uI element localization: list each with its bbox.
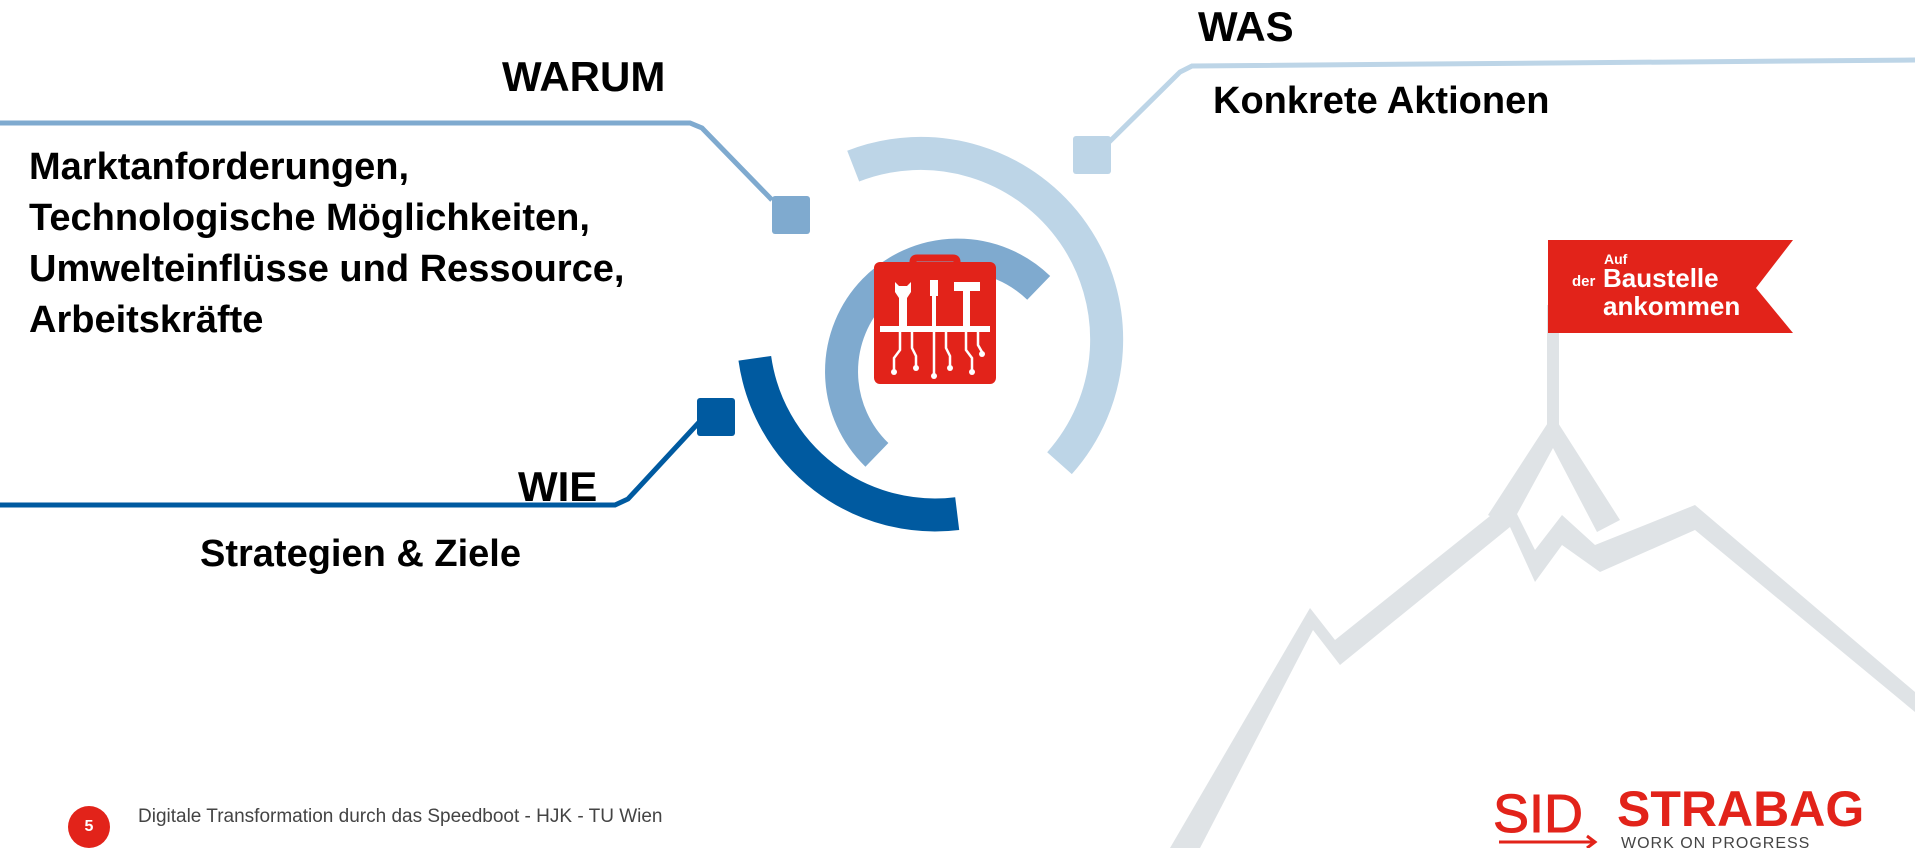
flag-text-der: der — [1572, 273, 1596, 290]
summit-peak — [1488, 415, 1620, 532]
was-connector-square — [1073, 136, 1111, 174]
toolbox-icon — [874, 254, 996, 384]
inner-dark-arc — [738, 355, 960, 532]
warum-heading: WARUM — [502, 53, 666, 100]
sid-logo-text: SID — [1493, 784, 1583, 844]
footer-text: Digitale Transformation durch das Speedb… — [138, 806, 663, 827]
wie-leader-line — [0, 416, 705, 508]
sid-logo-mark: SID — [1493, 784, 1598, 850]
warum-line-4: Arbeitskräfte — [29, 299, 264, 341]
warum-connector-square — [772, 196, 810, 234]
wie-text: Strategien & Ziele — [200, 533, 521, 575]
warum-line-1: Marktanforderungen, — [29, 146, 410, 188]
strabag-name: STRABAG — [1617, 781, 1865, 837]
flag-text-baustelle: Baustelle — [1603, 263, 1719, 293]
wie-heading: WIE — [518, 463, 598, 510]
strabag-logo: STRABAG WORK ON PROGRESS — [1617, 784, 1864, 852]
flag-pole — [1547, 305, 1559, 425]
flag-text-auf: Auf — [1604, 251, 1628, 267]
wie-connector-square — [697, 398, 735, 436]
flag-text-ankommen: ankommen — [1603, 291, 1741, 321]
was-heading: WAS — [1198, 3, 1294, 50]
was-text: Konkrete Aktionen — [1213, 80, 1550, 122]
warum-text: Marktanforderungen, Technologische Mögli… — [29, 142, 625, 346]
mountain-shape — [1170, 500, 1915, 848]
sid-logo: SID — [1493, 782, 1603, 853]
warum-leader-line — [0, 120, 774, 202]
strabag-claim: WORK ON PROGRESS — [1621, 835, 1811, 852]
was-leader-line — [1094, 57, 1915, 157]
warum-line-2: Technologische Möglichkeiten, — [29, 197, 590, 239]
page-number-badge: 5 — [68, 806, 110, 848]
warum-line-3: Umwelteinflüsse und Ressource, — [29, 248, 625, 290]
page-number: 5 — [84, 818, 94, 835]
outer-ring-arc — [847, 136, 1124, 475]
flag-banner — [1548, 240, 1793, 333]
